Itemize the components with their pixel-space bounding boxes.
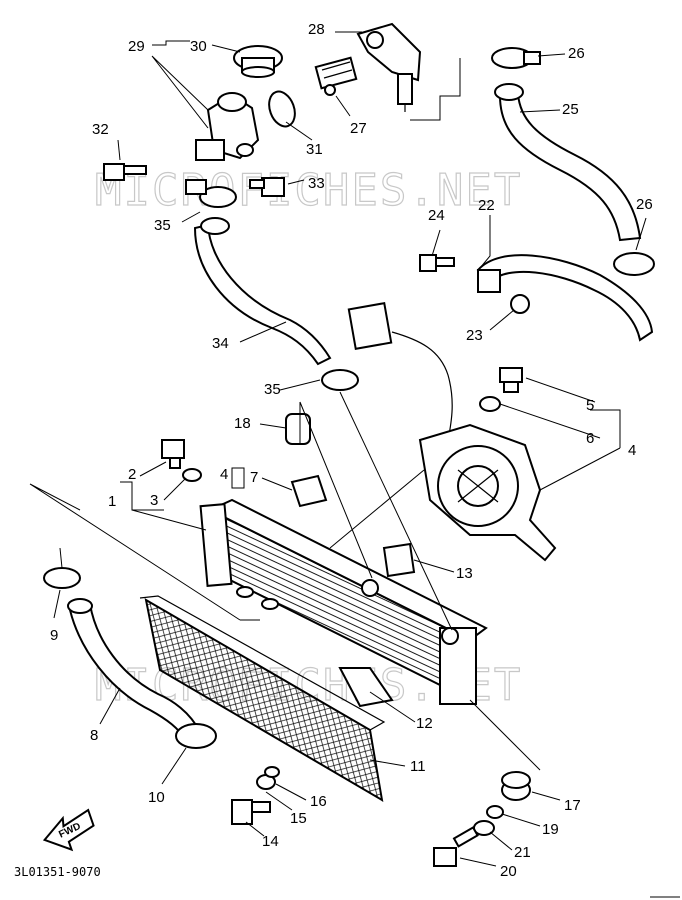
washer-6 <box>479 396 501 412</box>
callout-11: 11 <box>410 758 426 775</box>
washer-3 <box>182 468 202 482</box>
callout-5: 5 <box>586 397 594 414</box>
callout-19: 19 <box>542 821 559 838</box>
hose-clamp-35-top <box>185 179 237 208</box>
hose-clamp-10 <box>175 723 217 749</box>
callout-17: 17 <box>564 797 581 814</box>
callout-23: 23 <box>466 327 483 344</box>
callout-labels: 29 30 28 26 25 32 27 31 33 35 24 22 26 2… <box>14 21 653 880</box>
callout-26-lower: 26 <box>636 196 653 213</box>
callout-7: 7 <box>250 469 258 486</box>
callout-22: 22 <box>478 197 495 214</box>
callout-20: 20 <box>500 863 517 880</box>
fan-connector <box>347 302 453 441</box>
bracket-13 <box>382 542 416 578</box>
callout-34: 34 <box>212 335 229 352</box>
hose-clamp-35-mid <box>321 369 359 391</box>
bracket-7 <box>290 474 328 508</box>
callout-18: 18 <box>234 415 251 432</box>
pipe-22 <box>476 254 654 342</box>
callout-13: 13 <box>456 565 473 582</box>
callout-1: 1 <box>108 493 116 510</box>
hose-clamp-9 <box>43 567 81 589</box>
plate-12 <box>338 667 394 708</box>
hose-clamp-26-top <box>491 47 541 69</box>
callout-21: 21 <box>514 844 531 861</box>
callout-6: 6 <box>586 430 594 447</box>
fan-motor <box>418 423 557 562</box>
callout-27: 27 <box>350 120 367 137</box>
callout-26-top: 26 <box>568 45 585 62</box>
callout-15: 15 <box>290 810 307 827</box>
bolt-32 <box>103 163 147 181</box>
callout-16: 16 <box>310 793 327 810</box>
callout-28: 28 <box>308 21 325 38</box>
callout-12: 12 <box>416 715 433 732</box>
callout-35-top: 35 <box>154 217 171 234</box>
leader-lines <box>29 31 647 867</box>
hose-clamp-26-lower <box>613 252 655 276</box>
hose-25 <box>498 92 642 242</box>
bolt-2 <box>161 439 185 469</box>
callout-8: 8 <box>90 727 98 744</box>
callout-2: 2 <box>128 466 136 483</box>
bolt-5 <box>499 367 523 393</box>
bolt-24 <box>419 254 455 272</box>
bolt-14 <box>231 799 271 825</box>
o-ring-31 <box>268 90 296 128</box>
radiator-cap <box>233 45 283 78</box>
callout-30: 30 <box>190 38 207 55</box>
drawing-code: 3L01351-9070 <box>14 865 101 879</box>
radiator-grill <box>139 595 386 802</box>
thermostat <box>314 56 358 96</box>
radiator-core <box>199 498 488 705</box>
bolt-33 <box>249 177 285 197</box>
callout-10: 10 <box>148 789 165 806</box>
bolt-20 <box>433 826 479 867</box>
callout-33: 33 <box>308 175 325 192</box>
callout-3: 3 <box>150 492 158 509</box>
cap-18 <box>285 413 311 445</box>
collar-19 <box>486 805 504 819</box>
callout-25: 25 <box>562 101 579 118</box>
leader-28-bracket <box>410 58 461 121</box>
thermo-sensor <box>356 22 422 112</box>
callout-4-left: 4 <box>220 466 228 483</box>
callout-9: 9 <box>50 627 58 644</box>
hose-25-end <box>494 83 524 101</box>
washer-16 <box>264 766 280 778</box>
callout-35-mid: 35 <box>264 381 281 398</box>
pipe-22-flange <box>477 269 501 293</box>
callout-29: 29 <box>128 38 145 55</box>
grommet-17 <box>501 771 531 801</box>
callout-14: 14 <box>262 833 279 850</box>
fwd-arrow-icon <box>42 808 95 852</box>
callout-4-right: 4 <box>628 442 636 459</box>
bracket-mark-4 <box>231 467 236 489</box>
filler-neck <box>195 92 260 161</box>
callout-32: 32 <box>92 121 109 138</box>
o-ring-23 <box>510 294 530 314</box>
watermark-top: MICROFICHES.NET <box>95 165 522 216</box>
callout-31: 31 <box>306 141 323 158</box>
hose-34-end <box>200 217 230 235</box>
hose-8-end <box>67 598 93 614</box>
callout-24: 24 <box>428 207 445 224</box>
hose-34 <box>193 223 332 366</box>
